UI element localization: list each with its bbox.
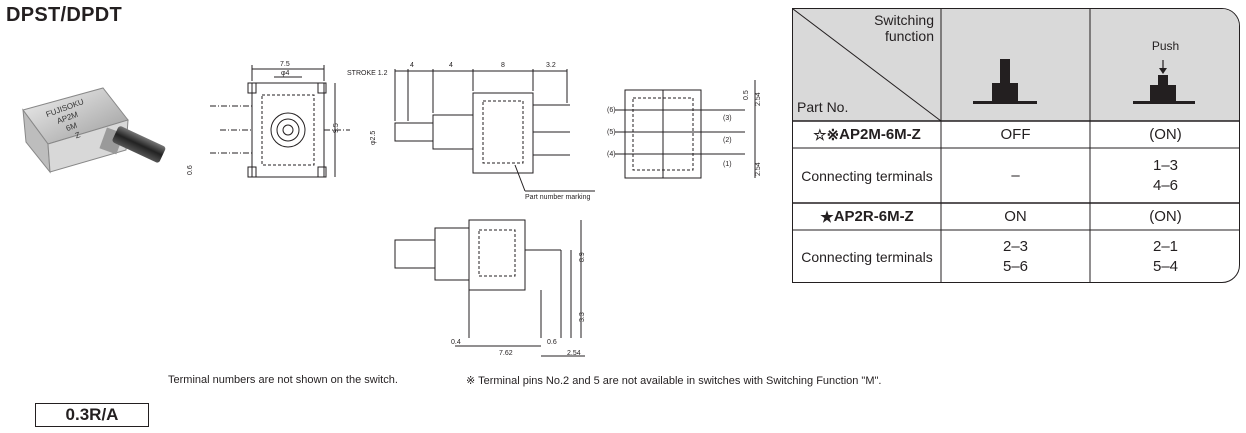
- off-state-value: ON: [1004, 208, 1027, 225]
- dim-label: 4: [449, 62, 453, 69]
- connecting-terminals-label: Connecting terminals: [801, 167, 933, 184]
- terminal-line: 1–3: [1152, 156, 1179, 174]
- page-title: DPST/DPDT: [6, 4, 123, 26]
- dim-label: 2.54: [567, 350, 581, 357]
- note-terminal-pins: ※ Terminal pins No.2 and 5 are not avail…: [466, 375, 882, 387]
- part-number-cell: ☆※AP2M-6M-Z: [793, 121, 941, 148]
- product-photo: FUJISOKU AP2M 6M Z: [22, 87, 166, 174]
- marking-label: Part number marking: [525, 194, 590, 201]
- part-number: AP2M-6M-Z: [839, 126, 921, 143]
- dim-label: 3.3: [579, 312, 586, 322]
- terminal-line: 5–4: [1152, 258, 1179, 275]
- switching-function-table: Switching function Part No. Push ☆※AP2M-…: [792, 8, 1240, 283]
- part-prefix: ★: [820, 208, 834, 226]
- terminal-line: 5–6: [1002, 258, 1029, 275]
- terminal-label: (2): [723, 137, 732, 144]
- dim-label: 7.5: [280, 61, 290, 68]
- terminal-label: (1): [723, 161, 732, 168]
- dim-label: φ2.5: [370, 131, 377, 145]
- part-prefix: ☆※: [813, 126, 840, 144]
- rating-badge: 0.3R/A: [35, 403, 149, 427]
- dim-label: 0.6: [187, 165, 194, 175]
- dim-label: 8.9: [579, 252, 586, 262]
- bottom-view-drawing: 8.9 3.3 0.4 0.6 7.62 2.54: [394, 219, 586, 357]
- note-terminal-numbers: Terminal numbers are not shown on the sw…: [168, 374, 398, 386]
- terminal-value: –: [1011, 167, 1020, 184]
- rear-view-drawing: (6) (5) (4) (3) (2) (1) 0.5 2.54 2.54: [607, 80, 762, 179]
- button-off-icon: [973, 59, 1037, 104]
- header-push: Push: [1151, 39, 1180, 53]
- terminal-line: 2–3: [1002, 238, 1029, 255]
- connecting-terminals-label: Connecting terminals: [801, 249, 933, 265]
- button-push-icon: [1133, 60, 1195, 104]
- dim-label: 4: [410, 62, 414, 69]
- terminal-label: (6): [607, 107, 616, 114]
- photo-label-line: Z: [74, 130, 82, 140]
- terminal-value: 1–3 4–6: [1090, 148, 1239, 203]
- push-state-value: (ON): [1149, 208, 1182, 225]
- terminal-line: 4–6: [1152, 176, 1179, 194]
- terminal-value: 2–3 5–6: [941, 230, 1090, 282]
- header-part-no: Part No.: [797, 99, 849, 115]
- dim-label: STROKE 1.2: [347, 70, 388, 77]
- part-number-cell: ★AP2R-6M-Z: [793, 203, 941, 230]
- terminal-label: (4): [607, 151, 616, 158]
- terminal-label: (3): [723, 115, 732, 122]
- dim-label: 2.54: [755, 162, 762, 176]
- push-state-value: (ON): [1149, 126, 1182, 143]
- dim-label: 7.62: [499, 350, 513, 357]
- photo-label-line: 6M: [65, 121, 79, 133]
- dim-label: 2.54: [755, 92, 762, 106]
- dim-label: 0.4: [451, 339, 461, 346]
- front-view-drawing: 7.5 φ4 9.5 0.6: [187, 61, 350, 178]
- part-number: AP2R-6M-Z: [833, 208, 914, 225]
- terminal-label: (5): [607, 129, 616, 136]
- header-switching-function: Switching function: [874, 12, 934, 44]
- dim-label: 8: [501, 62, 505, 69]
- off-state-value: OFF: [1000, 126, 1031, 143]
- terminal-line: 2–1: [1152, 238, 1179, 255]
- dim-label: 0.5: [743, 90, 750, 100]
- dim-label: φ4: [281, 70, 290, 77]
- terminal-value: 2–1 5–4: [1090, 230, 1239, 282]
- dim-label: 9.5: [333, 123, 340, 133]
- dim-label: 3.2: [546, 62, 556, 69]
- table-grid: [793, 9, 1239, 282]
- dim-label: 0.6: [547, 339, 557, 346]
- side-view-drawing: STROKE 1.2 4 4 8 3.2 φ2.5 Part number ma…: [347, 62, 595, 201]
